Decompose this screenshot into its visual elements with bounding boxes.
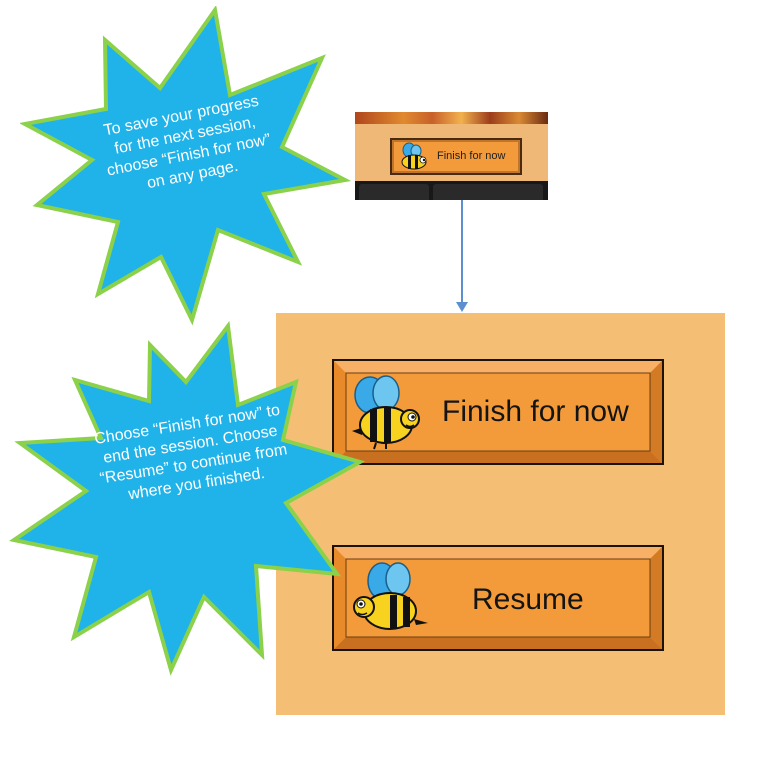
connector-arrow xyxy=(456,200,468,312)
inset-panel: Finish for now xyxy=(355,124,548,181)
finish-for-now-label: Finish for now xyxy=(442,395,629,428)
inset-button-label: Finish for now xyxy=(437,150,506,162)
bee-icon xyxy=(352,375,420,450)
bee-icon xyxy=(401,142,427,170)
bee-icon xyxy=(353,562,428,630)
inset-tab xyxy=(433,184,543,200)
inset-screenshot: Finish for now xyxy=(355,112,548,200)
button-bevel xyxy=(334,547,662,649)
finish-for-now-button[interactable]: Finish for now xyxy=(332,359,664,465)
starburst-callout-bottom xyxy=(8,320,366,676)
starburst-callout-top xyxy=(20,6,352,326)
inset-tab xyxy=(359,184,429,200)
resume-button[interactable]: Resume xyxy=(332,545,664,651)
inset-finish-button[interactable]: Finish for now xyxy=(390,138,522,175)
resume-label: Resume xyxy=(472,583,584,616)
